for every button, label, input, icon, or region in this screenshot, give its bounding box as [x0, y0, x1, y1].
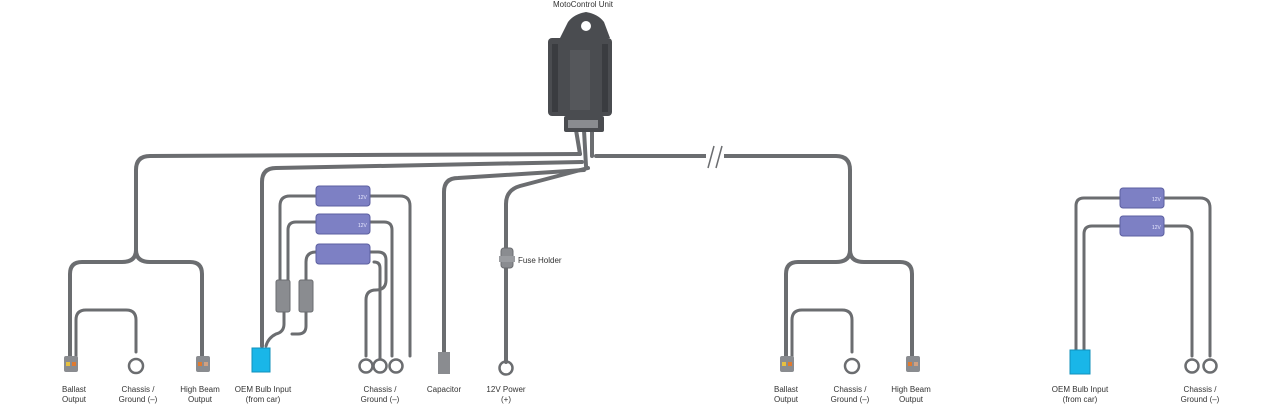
resistor-marking: 12V [358, 195, 368, 201]
resistor-group: 12V 12V [251, 185, 412, 374]
chassis-ground-label: Chassis / Ground (–) [118, 385, 158, 404]
left-ballast-group [64, 248, 210, 375]
oem-bulb-input-label: OEM Bulb Input (from car) [1051, 385, 1109, 404]
capacitor-label: Capacitor [426, 385, 462, 394]
resistor-marking: 12V [1152, 225, 1162, 231]
resistor-3 [315, 243, 371, 265]
connector [275, 279, 291, 313]
oem-bulb-input-block [1069, 349, 1091, 375]
chassis-ground-label: Chassis / Ground (–) [830, 385, 870, 404]
far-right-resistor-group: 12V 12V [1069, 187, 1218, 375]
chassis-ground-label: Chassis / Ground (–) [360, 385, 400, 404]
high-beam-output-label: High Beam Output [891, 385, 931, 404]
chassis-ground-label: Chassis / Ground (–) [1180, 385, 1220, 404]
right-ballast-group [780, 248, 920, 375]
oem-bulb-input-label: OEM Bulb Input (from car) [234, 385, 292, 404]
power-ring-terminal [498, 360, 514, 376]
resistor-marking: 12V [358, 223, 368, 229]
resistor-1: 12V [315, 185, 371, 207]
high-beam-output-label: High Beam Output [180, 385, 220, 404]
unit-title: MotoControl Unit [552, 0, 614, 9]
oem-bulb-input-block [251, 347, 271, 373]
capacitor-block [438, 352, 450, 374]
ballast-output-label: Ballast Output [773, 385, 799, 404]
main-harness [134, 128, 852, 364]
fuse-holder [499, 247, 515, 269]
power-12v-label: 12V Power (+) [486, 385, 526, 404]
ballast-output-label: Ballast Output [61, 385, 87, 404]
connector [298, 279, 314, 313]
fuse-holder-label: Fuse Holder [518, 256, 562, 265]
resistor-marking: 12V [1152, 197, 1162, 203]
resistor-2: 12V [315, 213, 371, 235]
wire-break-mark [706, 145, 724, 169]
motocontrol-unit [548, 12, 612, 132]
